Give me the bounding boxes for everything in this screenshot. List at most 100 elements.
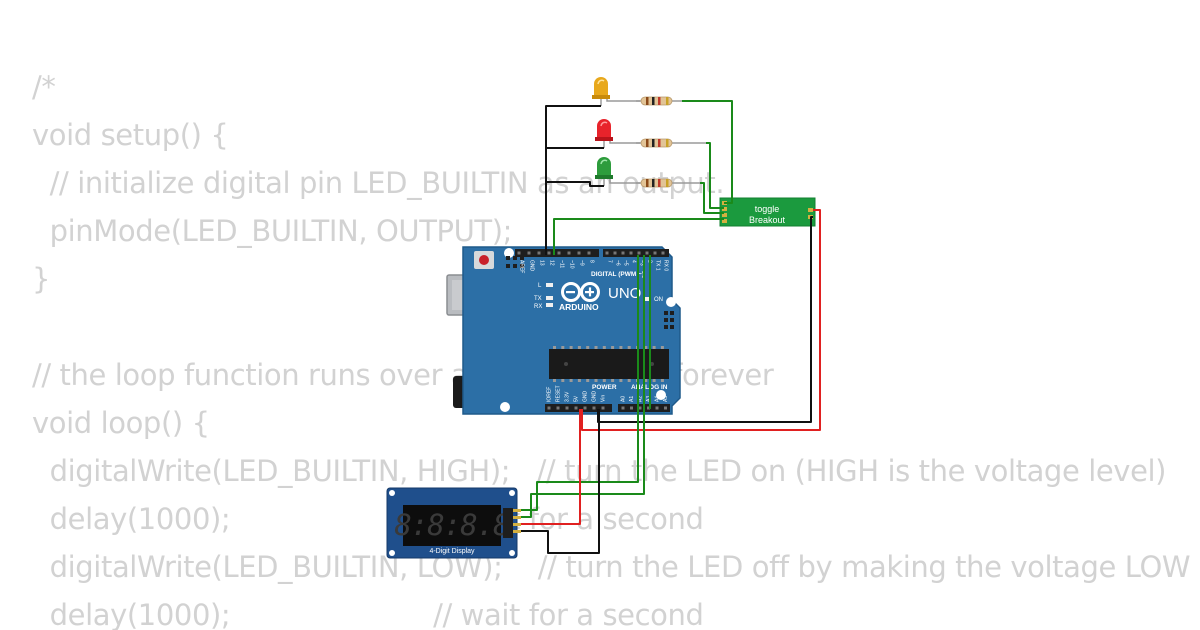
chip-pin (652, 379, 656, 382)
reset-button-cap (479, 255, 489, 265)
display-header (503, 508, 513, 538)
chip-pin (619, 346, 623, 349)
chip-pin (660, 346, 664, 349)
pin-label: ~11 (559, 260, 565, 268)
chip-pin (561, 346, 565, 349)
icsp-header-right (664, 311, 674, 329)
pin-hole[interactable] (637, 251, 641, 255)
chip-pin (602, 346, 606, 349)
pin-hole[interactable] (621, 251, 625, 255)
pin-hole[interactable] (655, 406, 659, 410)
display-screen (403, 505, 501, 546)
code-line-10: delay(1000); // wait for a second (32, 502, 704, 536)
pin-hole[interactable] (601, 406, 605, 410)
pin-hole[interactable] (537, 251, 541, 255)
pin-hole[interactable] (556, 406, 560, 410)
pin-hole[interactable] (592, 406, 596, 410)
chip-pin (619, 379, 623, 382)
pin-hole[interactable] (547, 406, 551, 410)
digital-header-right (603, 249, 669, 257)
chip-pin (627, 346, 631, 349)
chip-pin (553, 379, 556, 382)
chip-pin (594, 379, 598, 382)
pin-label: 12 (549, 260, 555, 266)
pin-hole[interactable] (605, 251, 609, 255)
led-tx-label: TX (534, 296, 542, 302)
arduino-logo (561, 282, 600, 302)
chip-pin (594, 346, 598, 349)
chip-pin (586, 379, 590, 382)
pin-hole[interactable] (517, 251, 521, 255)
pin-label: RESET (556, 385, 562, 402)
code-line-4: pinMode(LED_BUILTIN, OUTPUT); (32, 214, 513, 248)
pin-hole[interactable] (664, 406, 667, 410)
pin-hole[interactable] (630, 406, 633, 410)
four-digit-display-module[interactable]: 8:8:8.8 4-Digit Display (386, 487, 521, 559)
toggle-module-label-2: Breakout (749, 215, 786, 225)
led-red[interactable] (595, 119, 613, 141)
pin-hole[interactable] (661, 251, 665, 255)
toggle-module-body (719, 197, 816, 227)
pin-label: GND (529, 260, 535, 272)
code-line-1: /* (32, 70, 56, 104)
pin-hole[interactable] (583, 406, 587, 410)
chip-pin (569, 379, 573, 382)
pin-label: RX 0 (663, 260, 669, 271)
pin-label: 5V (574, 395, 580, 402)
pin-hole[interactable] (647, 406, 650, 410)
pin-hole[interactable] (653, 251, 657, 255)
pin-hole[interactable] (577, 251, 581, 255)
chip-pin (627, 379, 631, 382)
pin-hole[interactable] (565, 406, 569, 410)
chip-pin (644, 346, 648, 349)
code-line-5: } (32, 262, 51, 296)
chip-pin (611, 346, 615, 349)
pin-hole[interactable] (557, 251, 561, 255)
pin-hole[interactable] (621, 406, 625, 410)
pin-label: A0 (621, 396, 627, 402)
display-digits: 8:8:8.8 (394, 508, 509, 542)
chip-pin (553, 346, 556, 349)
power-label: POWER (592, 384, 617, 391)
mount-hole (504, 248, 514, 258)
led-on (643, 297, 650, 301)
digital-header-left (515, 249, 599, 257)
pin-hole[interactable] (574, 406, 578, 410)
pin-label: A1 (629, 396, 635, 402)
pin-hole[interactable] (547, 251, 551, 255)
wire-display-dio (521, 255, 645, 518)
pin-hole[interactable] (629, 251, 633, 255)
pin-label: GND (592, 391, 598, 403)
pin-label: ~5 (623, 260, 629, 266)
pin-label: A5 (663, 396, 669, 402)
pin-label: TX 1 (655, 260, 661, 271)
pin-hole[interactable] (587, 251, 591, 255)
pin-label: AREF (519, 260, 525, 273)
wire-resistor2-toggle (706, 142, 724, 209)
pin-label: ~3 (639, 260, 645, 266)
resistor-2 (636, 138, 706, 148)
code-line-11: digitalWrite(LED_BUILTIN, LOW); // turn … (32, 550, 1191, 584)
wire-display-vcc (521, 409, 581, 525)
wires (521, 100, 821, 554)
pin-hole[interactable] (638, 406, 642, 410)
chip-pin (652, 346, 656, 349)
chip-pin (577, 346, 581, 349)
pin-hole[interactable] (527, 251, 531, 255)
wire-toggle-digital (553, 218, 724, 255)
led-yellow[interactable] (592, 77, 610, 99)
pin-label: A2 (638, 396, 644, 402)
pin-hole[interactable] (613, 251, 617, 255)
pin-label: A4 (655, 396, 661, 402)
pin-hole[interactable] (645, 251, 649, 255)
pin-hole[interactable] (567, 251, 571, 255)
wire-display-gnd (521, 409, 600, 554)
toggle-breakout-module[interactable]: toggle Breakout (719, 197, 816, 227)
led-green[interactable] (595, 157, 613, 179)
wire-gnd-yellow (545, 105, 601, 255)
chip-pins (553, 346, 664, 382)
power-header (545, 404, 612, 412)
